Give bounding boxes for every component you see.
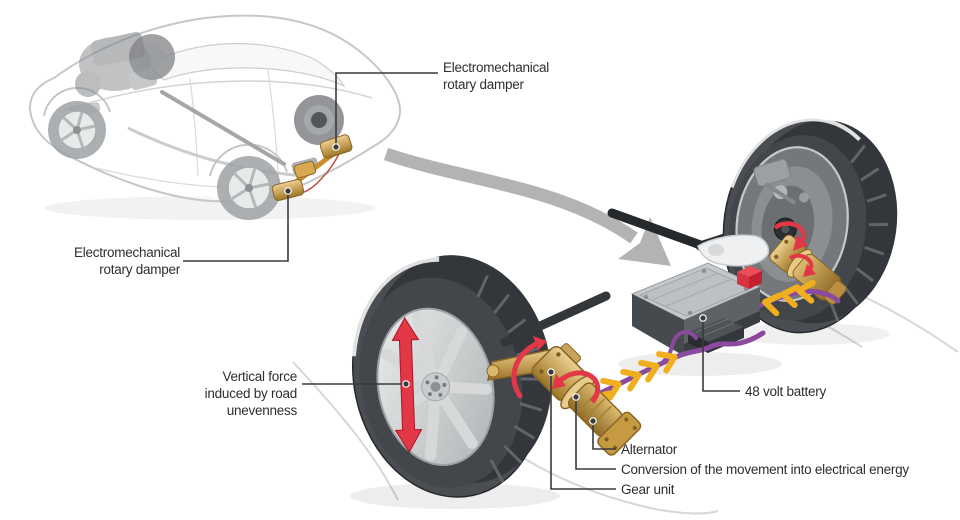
label-rotary-damper-bottom: Electromechanical rotary damper — [73, 245, 180, 277]
brake-caliper — [753, 158, 809, 205]
tire-tread-grooves — [828, 144, 889, 322]
lever-rotation-arrow — [511, 336, 547, 399]
gear-unit-assembly — [486, 336, 642, 456]
flange-rotation-arrow — [552, 370, 601, 404]
control-arm-hole — [708, 244, 724, 256]
label-48v-battery: 48 volt battery — [745, 384, 827, 399]
control-arm — [697, 234, 770, 267]
label-conversion: Conversion of the movement into electric… — [621, 462, 909, 477]
label-alternator: Alternator — [621, 442, 678, 457]
ghost-car — [29, 14, 402, 220]
leader-dots — [284, 143, 707, 425]
leader-lines — [183, 72, 740, 490]
ghost-rear-wheel — [217, 156, 281, 220]
rear-rotary-damper — [769, 234, 847, 305]
rear-rotation-arrows — [773, 221, 816, 277]
label-gear-unit: Gear unit — [621, 482, 675, 497]
ghost-front-wheel — [48, 101, 106, 159]
power-cable-rear — [751, 282, 841, 314]
ghost-engine — [69, 31, 157, 116]
battery-red-connector — [737, 266, 762, 289]
label-rotary-damper-top: Electromechanical rotary damper — [443, 60, 550, 92]
overview-zoom-arrow — [383, 147, 671, 266]
rear-wheel-shadow — [730, 323, 890, 345]
power-cable-front — [587, 330, 766, 414]
label-vertical-force: Vertical force induced by road unevennes… — [204, 369, 298, 418]
